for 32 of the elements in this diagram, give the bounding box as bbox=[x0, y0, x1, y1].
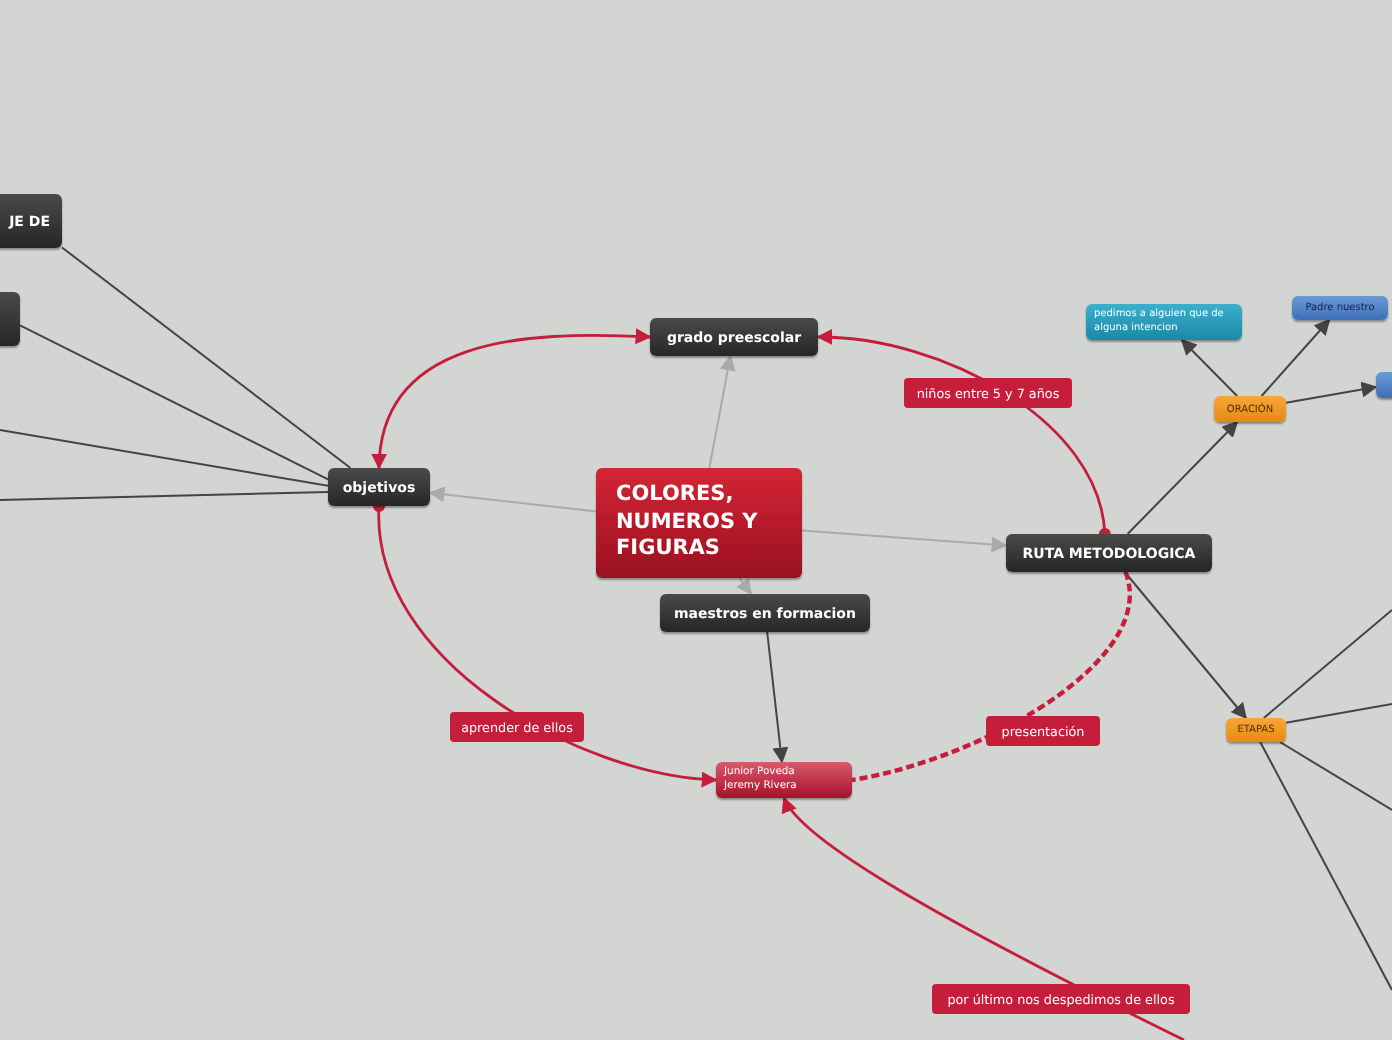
empty-box bbox=[0, 292, 20, 346]
connector-line bbox=[0, 429, 329, 487]
arrow bbox=[1180, 338, 1239, 397]
subtopic-box bbox=[1086, 304, 1242, 340]
connector-line bbox=[0, 490, 329, 501]
arrow bbox=[801, 529, 1008, 553]
arrow bbox=[428, 486, 597, 513]
arrow bbox=[766, 631, 789, 764]
arrow bbox=[1123, 571, 1248, 720]
node-label: COLORES, NUMEROS Y FIGURAS bbox=[616, 482, 760, 564]
topic-box bbox=[0, 194, 62, 248]
topic-box bbox=[660, 594, 870, 632]
arrow bbox=[708, 354, 736, 469]
topic-box bbox=[328, 468, 430, 506]
subtopic-box bbox=[1226, 718, 1286, 742]
subtopic-box bbox=[1292, 296, 1388, 320]
topic-box bbox=[1006, 534, 1212, 572]
arrow bbox=[372, 328, 652, 470]
connector-line bbox=[1279, 741, 1392, 811]
arrow bbox=[736, 577, 753, 596]
arrow bbox=[1285, 381, 1378, 404]
connector-line bbox=[61, 246, 352, 469]
arrow bbox=[1260, 318, 1331, 397]
connector-line bbox=[1285, 703, 1392, 724]
connector-line bbox=[1259, 741, 1392, 991]
arrow bbox=[1126, 420, 1239, 535]
topic-box bbox=[650, 318, 818, 356]
topic-box bbox=[716, 762, 852, 798]
subtopic-box bbox=[1214, 396, 1286, 422]
connector-line bbox=[1262, 609, 1392, 719]
central-topic-box bbox=[596, 468, 802, 578]
connector-line bbox=[851, 571, 1132, 783]
